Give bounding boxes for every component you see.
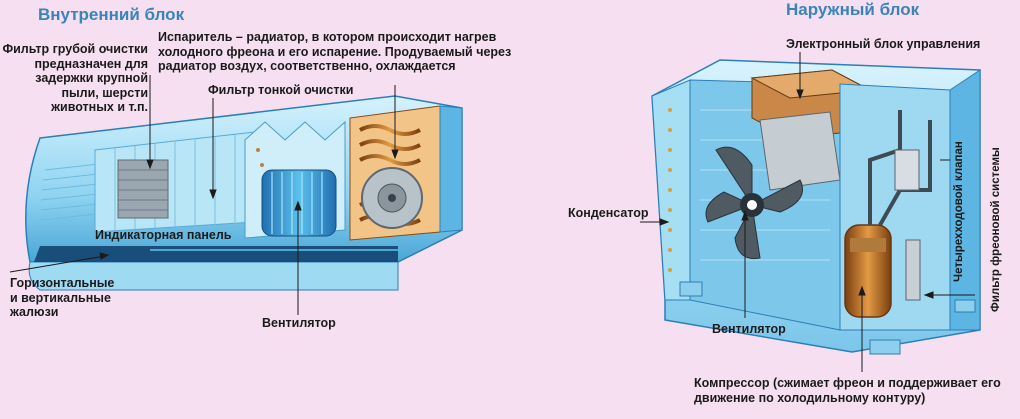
outdoor-fan-label: Вентилятор: [712, 322, 786, 336]
evaporator-label: Испаритель – радиатор, в котором происхо…: [158, 30, 512, 73]
indoor-title: Внутренний блок: [38, 5, 185, 24]
indoor-fan-label: Вентилятор: [262, 316, 336, 330]
louvers-label: Горизонтальные и вертикальные жалюзи: [10, 276, 115, 319]
fine-filter-label: Фильтр тонкой очистки: [208, 83, 354, 97]
indoor-unit-drawing: [25, 95, 463, 291]
four-way-valve-label: Четырехходовой клапан: [953, 141, 965, 282]
freon-filter-label: Фильтр фреоновой системы: [990, 147, 1002, 312]
control-unit-label: Электронный блок управления: [786, 37, 981, 51]
compressor-label: Компрессор (сжимает фреон и поддерживает…: [694, 376, 1001, 405]
condenser-label: Конденсатор: [568, 206, 649, 220]
outdoor-unit-drawing: [651, 59, 981, 355]
outdoor-title: Наружный блок: [786, 0, 920, 19]
indoor-leader-lines: [9, 75, 399, 315]
indicator-panel-label: Индикаторная панель: [95, 228, 232, 242]
coarse-filter-label: Фильтр грубой очистки предназначен для з…: [2, 42, 148, 114]
outdoor-leader-lines: [640, 52, 975, 372]
